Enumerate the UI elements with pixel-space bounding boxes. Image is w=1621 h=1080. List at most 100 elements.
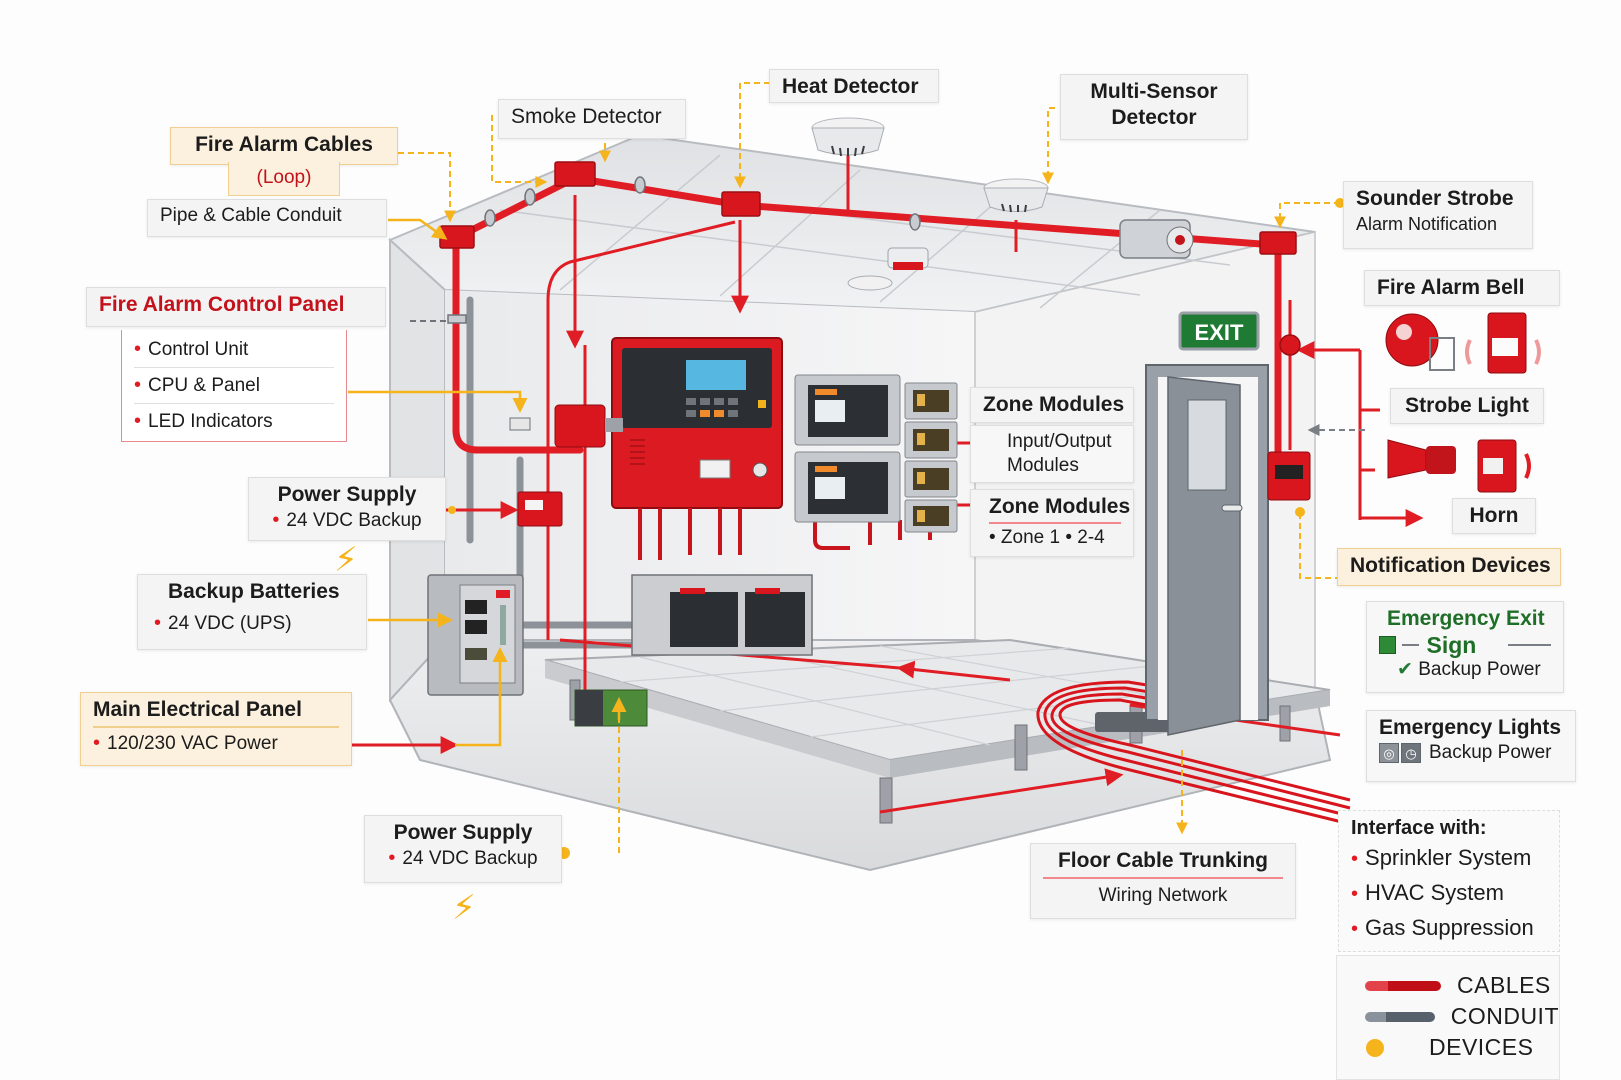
label-strobe-light: Strobe Light	[1390, 388, 1544, 424]
label-main-electrical-panel: Main Electrical Panel 120/230 VAC Power	[80, 692, 352, 766]
junction-boxes	[439, 161, 1301, 356]
label-title: Horn	[1469, 504, 1519, 527]
leader-lines	[398, 82, 1340, 853]
label-title-line1: Emergency Exit	[1387, 607, 1545, 630]
label-floor-cable-trunking: Floor Cable Trunking Wiring Network	[1030, 843, 1296, 919]
label-io-modules: Input/Output Modules	[970, 425, 1134, 483]
label-fire-alarm-cables-sub: (Loop)	[228, 162, 340, 196]
facp-item: Control Unit	[134, 332, 334, 367]
emergency-light-icon: ◎	[1379, 743, 1399, 763]
strobe-device-bottom	[1477, 439, 1531, 493]
label-sub: ✔ Backup Power	[1397, 658, 1551, 682]
legend-label: DEVICES	[1429, 1034, 1534, 1060]
legend-label: CONDUIT	[1450, 1003, 1559, 1029]
label-title-line1: Multi-Sensor	[1090, 80, 1218, 103]
floor-power-supply	[574, 689, 648, 727]
battery-cabinet	[631, 574, 813, 656]
label-emergency-lights: Emergency Lights ◎ ◷ Backup Power	[1366, 710, 1576, 782]
label-title: Pipe & Cable Conduit	[160, 205, 342, 226]
label-multi-sensor-detector: Multi-Sensor Detector	[1060, 74, 1248, 140]
label-power-supply-top: Power Supply 24 VDC Backup	[248, 477, 446, 541]
label-title: Fire Alarm Cables	[195, 133, 373, 156]
label-title: Emergency Lights	[1379, 716, 1562, 739]
manual-call-point	[1267, 451, 1311, 501]
label-sub: 24 VDC (UPS)	[154, 611, 354, 636]
legend: CABLES CONDUIT DEVICES	[1336, 955, 1560, 1080]
label-line2: Modules	[1007, 455, 1079, 476]
label-notification-devices: Notification Devices	[1337, 548, 1561, 586]
label-title: Zone Modules	[983, 393, 1125, 416]
label-fire-alarm-bell: Fire Alarm Bell	[1364, 270, 1560, 306]
label-fire-alarm-control-panel: Fire Alarm Control Panel	[86, 287, 386, 327]
label-sub-text: Backup Power	[1418, 659, 1541, 680]
label-sub: Alarm Notification	[1356, 214, 1498, 234]
label-title: Smoke Detector	[511, 105, 662, 128]
heat-detector-device	[811, 117, 885, 157]
label-power-supply-bottom: Power Supply 24 VDC Backup	[364, 815, 562, 883]
label-pipe-conduit: Pipe & Cable Conduit	[147, 199, 387, 237]
label-sounder-strobe: Sounder Strobe Alarm Notification	[1343, 181, 1533, 249]
label-heat-detector: Heat Detector	[769, 69, 939, 103]
label-sub: • Zone 1 • 2-4	[989, 527, 1105, 548]
label-title: Power Supply	[277, 483, 417, 506]
label-title-line2: Sign	[1426, 632, 1477, 658]
label-sub-text: Backup Power	[1429, 742, 1552, 763]
floor-trunking-bundle	[1036, 680, 1351, 826]
lightning-icon: ⚡	[334, 541, 358, 579]
horn-device	[1387, 439, 1456, 479]
label-title: Heat Detector	[782, 75, 919, 98]
label-fire-alarm-cables: Fire Alarm Cables	[170, 127, 398, 165]
divider	[93, 726, 339, 728]
check-icon: ✔	[1397, 659, 1413, 680]
cables-swatch	[1365, 980, 1441, 991]
label-zone-modules-bottom: Zone Modules • Zone 1 • 2-4	[970, 489, 1134, 557]
lightning-icon: ⚡	[452, 889, 476, 927]
exit-door	[1145, 364, 1269, 736]
label-title: Sounder Strobe	[1356, 187, 1514, 210]
cable-loop	[452, 174, 1282, 474]
interface-item: Gas Suppression	[1351, 911, 1547, 946]
label-sub: 24 VDC Backup	[377, 846, 549, 871]
label-sub: 24 VDC Backup	[261, 508, 433, 533]
label-title: Notification Devices	[1350, 554, 1551, 577]
divider	[1508, 644, 1551, 646]
sounder-strobe-device	[1119, 219, 1194, 259]
label-title: Fire Alarm Bell	[1377, 276, 1525, 299]
label-zone-modules-top: Zone Modules	[970, 387, 1134, 423]
label-title: Strobe Light	[1405, 394, 1529, 417]
legend-item-conduit: CONDUIT	[1365, 1001, 1559, 1032]
label-title: Main Electrical Panel	[93, 698, 302, 721]
label-line1: Input/Output	[1007, 431, 1112, 452]
strobe-device-top	[1465, 312, 1541, 374]
facp-item-list: Control Unit CPU & Panel LED Indicators	[121, 330, 347, 442]
divider	[1043, 877, 1283, 879]
multi-sensor-device	[983, 178, 1049, 213]
interface-item: Sprinkler System	[1351, 841, 1547, 876]
facp-item: CPU & Panel	[134, 368, 334, 403]
label-title: Power Supply	[393, 821, 533, 844]
interface-item: HVAC System	[1351, 876, 1547, 911]
devices-swatch	[1366, 1038, 1384, 1057]
legend-item-devices: DEVICES	[1337, 1032, 1559, 1063]
exit-sign: EXIT	[1178, 311, 1260, 351]
fire-alarm-bell-device	[1385, 313, 1455, 371]
label-title-line2: Detector	[1111, 106, 1197, 129]
exit-sign-text: EXIT	[1195, 320, 1244, 345]
label-title: Backup Batteries	[168, 580, 340, 603]
conduit-swatch	[1365, 1011, 1435, 1022]
label-title: Zone Modules	[989, 495, 1131, 518]
legend-label: CABLES	[1457, 972, 1551, 998]
label-sub: Wiring Network	[1098, 885, 1228, 906]
clock-icon: ◷	[1401, 743, 1421, 763]
label-title: Fire Alarm Control Panel	[99, 293, 345, 316]
zone-module-panels	[794, 374, 958, 533]
label-sub: (Loop)	[256, 167, 312, 188]
fire-alarm-control-panel	[611, 337, 783, 509]
power-supply-unit	[517, 491, 563, 527]
label-interface-with: Interface with: Sprinkler System HVAC Sy…	[1338, 810, 1560, 952]
electrical-panel	[427, 574, 524, 696]
divider	[989, 522, 1121, 524]
label-title: Interface with:	[1351, 817, 1487, 839]
divider	[1401, 644, 1419, 646]
